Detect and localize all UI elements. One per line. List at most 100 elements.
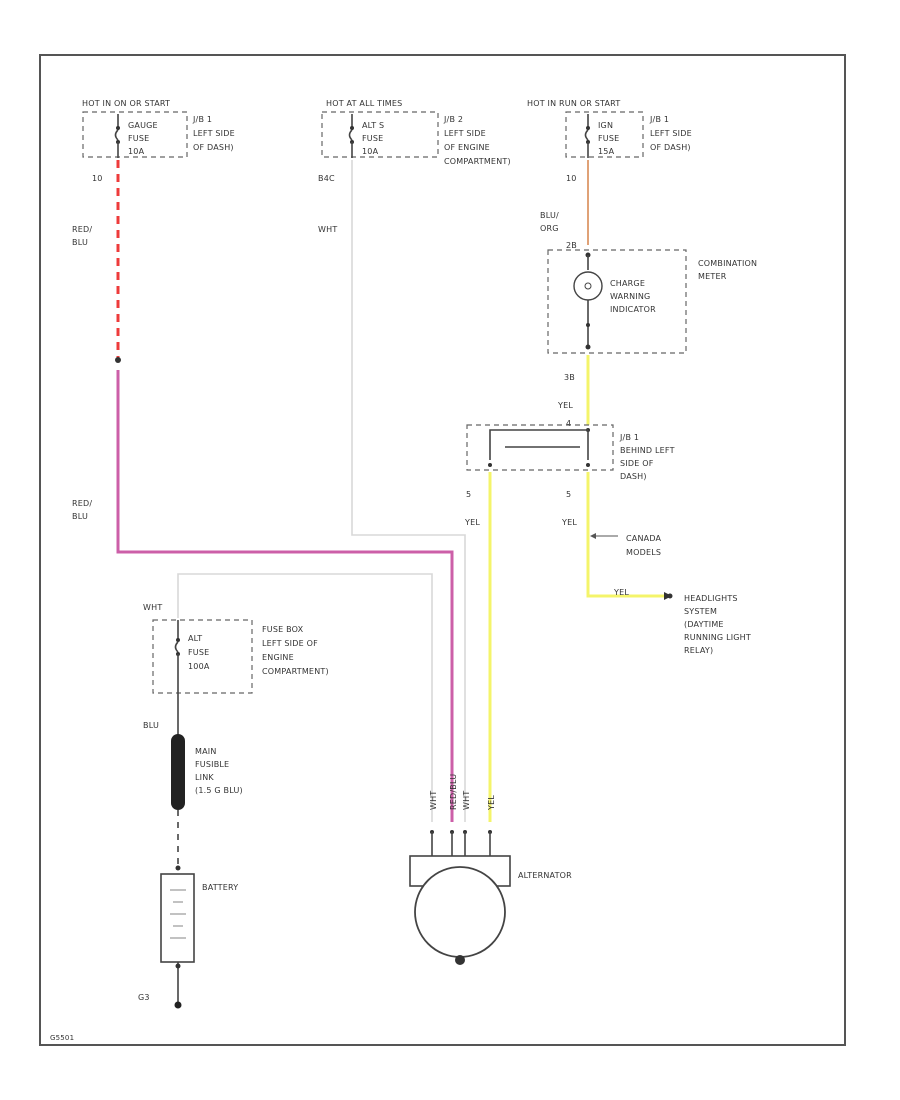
alt-fuse-label-2: FUSE bbox=[188, 648, 209, 657]
alt-term-label-1: WHT bbox=[429, 791, 438, 810]
jb1-dash-label-3: SIDE OF bbox=[620, 459, 654, 468]
jb2-label-1: J/B 2 bbox=[443, 115, 463, 124]
fuse-ign-box bbox=[565, 111, 644, 158]
alt-term-label-4: YEL bbox=[487, 795, 496, 811]
jb1-dash-label-4: DASH) bbox=[620, 472, 647, 481]
wire-yel-2-label: YEL bbox=[464, 518, 480, 527]
headlight-relay-label-5: RELAY) bbox=[684, 646, 713, 655]
fuse-alt-s-label-3: 10A bbox=[362, 147, 379, 156]
fuse-gauge-label-2: FUSE bbox=[128, 134, 149, 143]
wire-blu-link-label: BLU bbox=[143, 721, 159, 730]
fusible-link-label-3: LINK bbox=[195, 773, 214, 782]
fuse-ign-label-2: FUSE bbox=[598, 134, 619, 143]
combination-meter-label-1: COMBINATION bbox=[698, 259, 757, 268]
combination-meter: CHARGE WARNING INDICATOR COMBINATION MET… bbox=[547, 249, 757, 354]
fuse-gauge-label-3: 10A bbox=[128, 147, 145, 156]
meter-pin-bottom: 3B bbox=[564, 373, 575, 382]
charge-indicator-label-2: WARNING bbox=[610, 292, 650, 301]
fuse-gauge-box bbox=[82, 111, 188, 158]
fuse-alt-s-header: HOT AT ALL TIMES bbox=[326, 99, 402, 108]
ground-icon bbox=[174, 1001, 182, 1009]
fuse-alt-s-box bbox=[321, 111, 439, 158]
charge-indicator-label-1: CHARGE bbox=[610, 279, 645, 288]
headlight-relay-label-3: (DAYTIME bbox=[684, 620, 724, 629]
alt-term-label-3: RED/BLU bbox=[449, 774, 458, 810]
fusible-link-label-2: FUSIBLE bbox=[195, 760, 229, 769]
fusible-link-label-4: (1.5 G BLU) bbox=[195, 786, 243, 795]
jb2-label-2: LEFT SIDE bbox=[444, 129, 486, 138]
wire-red-blu-mid-label-2: BLU bbox=[72, 512, 88, 521]
combination-meter-label-2: METER bbox=[698, 272, 727, 281]
battery: BATTERY bbox=[160, 873, 238, 963]
wire-red-blu-top-label-2: BLU bbox=[72, 238, 88, 247]
wire-yel-headlight bbox=[586, 472, 664, 598]
fuse-gauge-pin: 10 bbox=[92, 174, 103, 183]
jb-pin-left: 5 bbox=[466, 490, 471, 499]
fuse-box-main-label-2: LEFT SIDE OF bbox=[262, 639, 318, 648]
canada-pointer-arrow-icon bbox=[590, 533, 596, 539]
fuse-ign-label-3: 15A bbox=[598, 147, 615, 156]
wire-wht-alt-s bbox=[351, 160, 466, 822]
jb1-right-label-3: OF DASH) bbox=[650, 143, 691, 152]
wire-wht-alt-fuse bbox=[177, 573, 433, 822]
alt-term-label-2: WHT bbox=[462, 791, 471, 810]
wire-red-blu-mid-label-1: RED/ bbox=[72, 499, 92, 508]
wire-yel-3-label: YEL bbox=[561, 518, 577, 527]
jb2-label-4: COMPARTMENT) bbox=[444, 157, 511, 166]
jb1-right-label-1: J/B 1 bbox=[649, 115, 669, 124]
headlight-relay-label-4: RUNNING LIGHT bbox=[684, 633, 751, 642]
fuse-ign-group: HOT IN RUN OR START IGN FUSE 15A J/B 1 L… bbox=[527, 99, 692, 183]
alternator: WHT WHT RED/BLU YEL ALTERNATOR bbox=[409, 774, 572, 965]
jb-pin-right: 5 bbox=[566, 490, 571, 499]
connector-node bbox=[115, 357, 121, 363]
jb1-right-label-2: LEFT SIDE bbox=[650, 129, 692, 138]
ground-label: G3 bbox=[138, 993, 150, 1002]
fuse-box-main-label-3: ENGINE bbox=[262, 653, 294, 662]
jb1-dash-label-1: J/B 1 bbox=[619, 433, 639, 442]
jb1-dash-label-2: BEHIND LEFT bbox=[620, 446, 675, 455]
jb1-left-label-2: LEFT SIDE bbox=[193, 129, 235, 138]
fuse-alt-s-label-2: FUSE bbox=[362, 134, 383, 143]
alternator-icon bbox=[414, 866, 506, 958]
wire-wht-fuse-label: WHT bbox=[143, 603, 162, 612]
wire-yel-1-label: YEL bbox=[557, 401, 573, 410]
fuse-box-main-rect bbox=[152, 619, 253, 694]
headlight-relay-label-1: HEADLIGHTS bbox=[684, 594, 738, 603]
wire-yel-4-label: YEL bbox=[613, 588, 629, 597]
wire-red-blu-solid bbox=[116, 370, 454, 822]
meter-pin-top: 2B bbox=[566, 241, 577, 250]
jb-pin-top: 4 bbox=[566, 419, 571, 428]
main-fusible-link-icon bbox=[171, 734, 185, 810]
fuse-ign-header: HOT IN RUN OR START bbox=[527, 99, 620, 108]
fuse-gauge-label-1: GAUGE bbox=[128, 121, 158, 130]
alt-fuse-label-3: 100A bbox=[188, 662, 210, 671]
battery-label: BATTERY bbox=[202, 883, 238, 892]
canada-models-label-1: CANADA bbox=[626, 534, 662, 543]
fuse-box-main-label-1: FUSE BOX bbox=[262, 625, 304, 634]
footer-code: G5501 bbox=[50, 1034, 74, 1042]
fuse-alt-s-label-1: ALT S bbox=[362, 121, 384, 130]
fuse-ign-pin: 10 bbox=[566, 174, 577, 183]
charge-indicator-lamp-icon bbox=[573, 271, 603, 301]
fuse-alt-s-pin: B4C bbox=[318, 174, 335, 183]
alternator-label: ALTERNATOR bbox=[518, 871, 572, 880]
fuse-gauge-header: HOT IN ON OR START bbox=[82, 99, 170, 108]
canada-models-label-2: MODELS bbox=[626, 548, 661, 557]
charge-indicator-label-3: INDICATOR bbox=[610, 305, 656, 314]
jb1-left-label-1: J/B 1 bbox=[192, 115, 212, 124]
headlight-relay-label-2: SYSTEM bbox=[684, 607, 717, 616]
fuse-gauge-group: HOT IN ON OR START GAUGE FUSE 10A J/B 1 … bbox=[82, 99, 235, 183]
fusible-link-label-1: MAIN bbox=[195, 747, 217, 756]
jb1-dash-box bbox=[466, 424, 614, 471]
wire-wht-mid-label: WHT bbox=[318, 225, 337, 234]
battery-icon bbox=[160, 873, 195, 963]
wire-red-blu-top-label-1: RED/ bbox=[72, 225, 92, 234]
wire-blu-org-label-2: ORG bbox=[540, 224, 559, 233]
fuse-alt-s-group: HOT AT ALL TIMES ALT S FUSE 10A J/B 2 LE… bbox=[318, 99, 511, 183]
combination-meter-box bbox=[547, 249, 687, 354]
fuse-box-main-label-4: COMPARTMENT) bbox=[262, 667, 329, 676]
fuse-ign-label-1: IGN bbox=[598, 121, 613, 130]
jb1-left-label-3: OF DASH) bbox=[193, 143, 234, 152]
wire-blu-org-label-1: BLU/ bbox=[540, 211, 559, 220]
